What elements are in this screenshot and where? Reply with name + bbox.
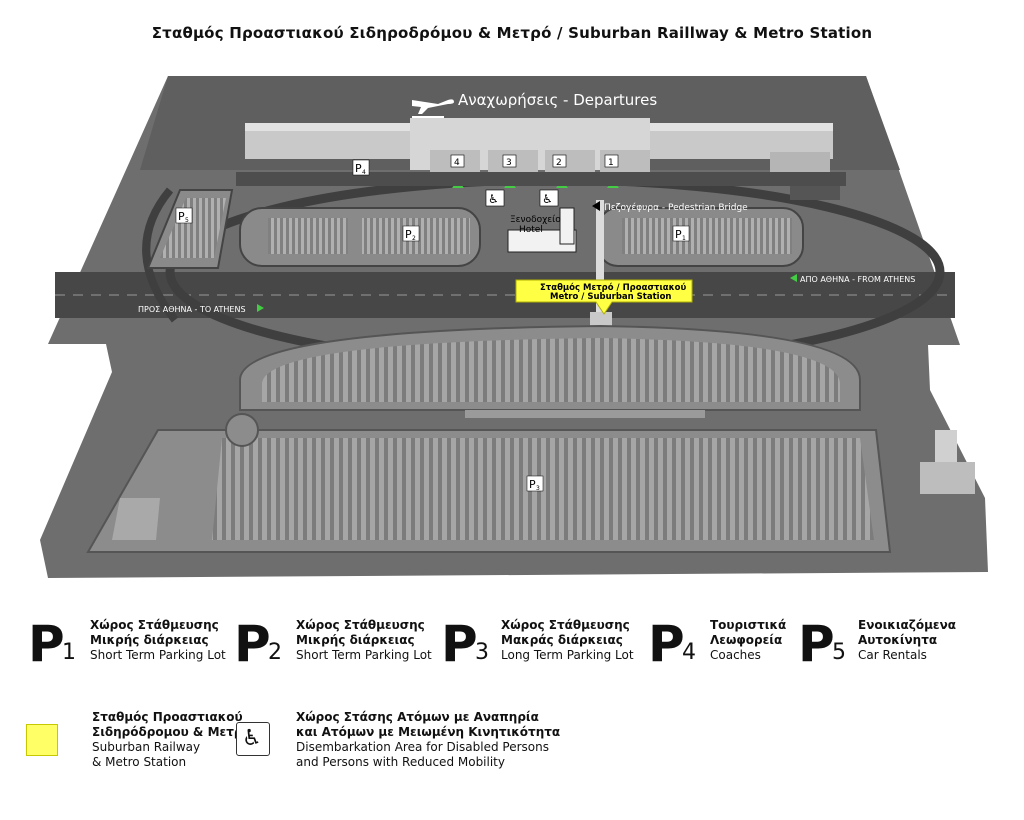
legend-gr1: Χώρος Στάθμευσης — [501, 618, 630, 632]
direction-from-athens: ΑΠΟ ΑΘΗΝΑ - FROM ATHENS — [790, 274, 915, 284]
legend-disabled-en2: and Persons with Reduced Mobility — [296, 755, 505, 769]
hotel-label-gr: Ξενοδοχείο — [510, 215, 561, 225]
legend-letter: P — [798, 615, 835, 673]
parking-number: 3 — [536, 485, 540, 492]
gate-label: 1 — [608, 158, 614, 168]
departures-sign: Αναχωρήσεις - Departures — [412, 91, 657, 118]
legend-text: Χώρος Στάθμευσης Μακράς διάρκειας Long T… — [501, 618, 634, 663]
legend-gr1: Ενοικιαζόμενα — [858, 618, 956, 632]
from-athens-label: ΑΠΟ ΑΘΗΝΑ - FROM ATHENS — [800, 275, 915, 284]
page-title: Σταθμός Προαστιακού Σιδηροδρόμου & Μετρό… — [151, 24, 873, 42]
legend-number: 3 — [475, 640, 489, 665]
pedestrian-bridge-label: Πεζογέφυρα - Pedestrian Bridge — [604, 202, 748, 213]
parking-lot-p1: P 1 — [597, 207, 804, 267]
legend-gr1: Χώρος Στάθμευσης — [90, 618, 219, 632]
legend-number: 2 — [268, 640, 282, 665]
wheelchair-icon: ♿ — [542, 192, 553, 206]
hotel-label-en: Hotel — [519, 225, 543, 235]
parking-lot-p3: P 3 — [86, 324, 892, 553]
green-arrow-icon — [257, 304, 264, 312]
parking-letter: P — [675, 228, 682, 241]
parking-letter: P — [355, 162, 362, 175]
station-color-swatch — [26, 724, 58, 756]
parking-number: 2 — [412, 235, 416, 242]
gate-label: 3 — [506, 158, 512, 168]
legend-gr2: Μικρής διάρκειας — [296, 633, 415, 647]
legend-text: Χώρος Στάθμευσης Μικρής διάρκειας Short … — [90, 618, 226, 663]
station-label-gr: Σταθμός Μετρό / Προαστιακού — [540, 282, 687, 293]
legend-en: Coaches — [710, 648, 761, 662]
parking-lot-p2: P 2 — [239, 207, 481, 267]
legend-letter: P — [648, 615, 685, 673]
parking-letter: P — [529, 478, 536, 491]
direction-to-athens: ΠΡΟΣ ΑΘΗΝΑ - ΤΟ ATHENS — [138, 304, 264, 314]
legend-station-gr1: Σταθμός Προαστιακού — [92, 710, 243, 724]
parking-number: 1 — [682, 235, 686, 242]
legend-text: Τουριστικά Λεωφορεία Coaches — [710, 618, 786, 663]
parking-marker-p4: P 4 — [352, 159, 370, 176]
gate-label: 4 — [454, 158, 460, 168]
wheelchair-icon: ♿ — [242, 726, 262, 751]
legend-en: Car Rentals — [858, 648, 927, 662]
legend-station-text: Σταθμός Προαστιακού Σιδηρόδρομου & Μετρό… — [92, 710, 251, 770]
station-label-en: Metro / Suburban Station — [550, 292, 671, 302]
legend-en: Short Term Parking Lot — [90, 648, 226, 662]
wheelchair-marker: ♿ ♿ — [485, 189, 559, 207]
legend-number: 1 — [62, 640, 76, 665]
rental-building — [920, 430, 975, 494]
legend-text: Ενοικιαζόμενα Αυτοκίνητα Car Rentals — [858, 618, 956, 663]
metro-station-callout: Σταθμός Μετρό / Προαστιακού Metro / Subu… — [515, 279, 693, 315]
parking-letter: P — [405, 228, 412, 241]
legend-letter: P — [234, 615, 271, 673]
legend-station-en1: Suburban Railway — [92, 740, 201, 754]
legend-gr2: Αυτοκίνητα — [858, 633, 938, 647]
to-athens-label: ΠΡΟΣ ΑΘΗΝΑ - ΤΟ ATHENS — [138, 305, 246, 314]
legend-letter: P — [28, 615, 65, 673]
legend-gr1: Τουριστικά — [710, 618, 787, 632]
legend-number: 5 — [832, 640, 846, 665]
legend-gr2: Μακράς διάρκειας — [501, 633, 623, 647]
parking-lot-p5: P 5 — [146, 189, 234, 269]
wheelchair-icon: ♿ — [488, 192, 499, 206]
legend-letter: P — [441, 615, 478, 673]
legend-station-gr2: Σιδηρόδρομου & Μετρό — [92, 725, 251, 739]
departures-label: Αναχωρήσεις - Departures — [458, 91, 657, 109]
parking-number: 5 — [185, 217, 189, 224]
legend-en: Short Term Parking Lot — [296, 648, 432, 662]
legend-disabled-en1: Disembarkation Area for Disabled Persons — [296, 740, 549, 754]
green-arrow-icon — [790, 274, 797, 282]
legend-en: Long Term Parking Lot — [501, 648, 634, 662]
hotel-building: Ξενοδοχείο Hotel — [507, 207, 577, 253]
parking-letter: P — [178, 210, 185, 223]
legend-gr2: Μικρής διάρκειας — [90, 633, 209, 647]
legend-disabled-gr1: Χώρος Στάσης Ατόμων με Αναπηρία — [296, 710, 539, 724]
airplane-icon — [412, 99, 454, 118]
wheelchair-legend-box: ♿ — [236, 722, 270, 756]
legend-disabled-gr2: και Ατόμων με Μειωμένη Κινητικότητα — [296, 725, 561, 739]
airport-map: Αναχωρήσεις - Departures 4 3 2 1 ♿ ♿ P 4… — [40, 76, 988, 578]
legend-gr1: Χώρος Στάθμευσης — [296, 618, 425, 632]
legend-disabled-text: Χώρος Στάσης Ατόμων με Αναπηρία και Ατόμ… — [296, 710, 560, 770]
gate-label: 2 — [556, 158, 562, 168]
legend-text: Χώρος Στάθμευσης Μικρής διάρκειας Short … — [296, 618, 432, 663]
black-arrow-icon — [592, 201, 600, 211]
legend-gr2: Λεωφορεία — [710, 633, 783, 647]
legend-number: 4 — [682, 640, 696, 665]
legend-station-en2: & Metro Station — [92, 755, 187, 769]
parking-number: 4 — [362, 169, 366, 176]
